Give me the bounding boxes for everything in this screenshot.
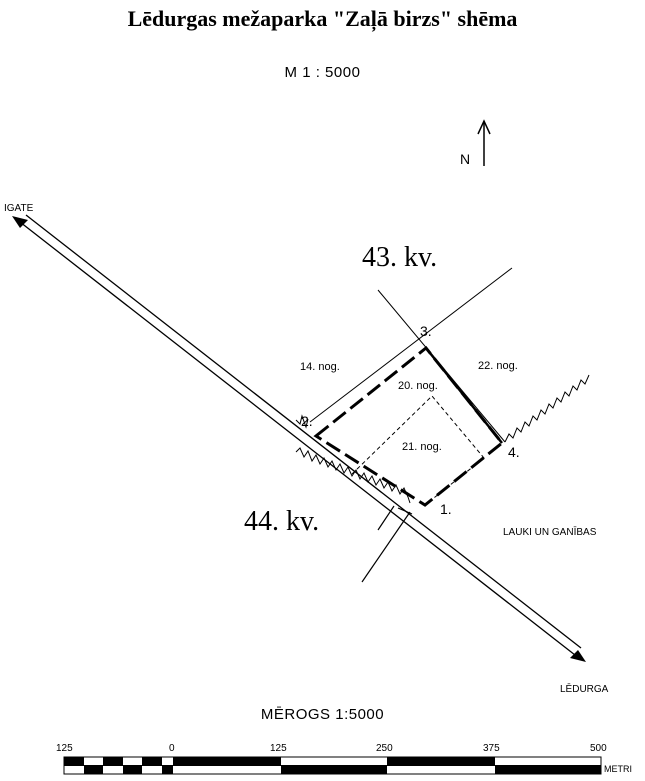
side-road <box>361 505 413 583</box>
point-1-label: 1. <box>440 501 452 517</box>
map-scale-text: M 1 : 5000 <box>284 64 361 81</box>
north-arrow-icon <box>477 119 491 166</box>
place-igate-label: IGATE <box>4 203 34 214</box>
main-road <box>19 214 582 656</box>
place-fields-label: LAUKI UN GANĪBAS <box>503 526 597 538</box>
scale-tick-label: 375 <box>483 743 500 754</box>
forest-edge-hatching <box>504 374 590 443</box>
point-2-label: 2. <box>301 413 313 429</box>
place-ledurga-label: LĒDURGA <box>560 683 609 695</box>
scale-tick-label: 125 <box>56 743 73 754</box>
forest-edge-hatching <box>295 414 411 504</box>
quarter-44-label: 44. kv. <box>244 506 319 537</box>
scale-tick-label: 125 <box>270 743 287 754</box>
point-3-label: 3. <box>420 323 432 339</box>
scale-tick-label: 0 <box>169 743 175 754</box>
scale-bar-title: MĒROGS 1:5000 <box>260 706 385 723</box>
scale-bar <box>63 756 602 775</box>
scale-unit-label: METRI <box>604 764 632 774</box>
compartment-22-label: 22. nog. <box>478 360 518 372</box>
quarter-43-label: 43. kv. <box>362 242 437 273</box>
park-boundary-solid-edge <box>425 347 503 444</box>
road-direction-arrow-icon <box>12 216 28 228</box>
compartment-20-label: 20. nog. <box>398 380 438 392</box>
road-direction-arrow-icon <box>570 650 586 662</box>
quarter-boundary-line <box>309 267 513 423</box>
compartment-14-label: 14. nog. <box>300 361 340 373</box>
compartment-21-label: 21. nog. <box>402 441 442 453</box>
scale-tick-label: 250 <box>376 743 393 754</box>
scale-tick-label: 500 <box>590 743 607 754</box>
park-boundary <box>313 345 505 507</box>
point-4-label: 4. <box>508 444 520 460</box>
north-label: N <box>460 151 470 167</box>
map-title: Lēdurgas mežaparka "Zaļā birzs" shēma <box>127 6 518 31</box>
